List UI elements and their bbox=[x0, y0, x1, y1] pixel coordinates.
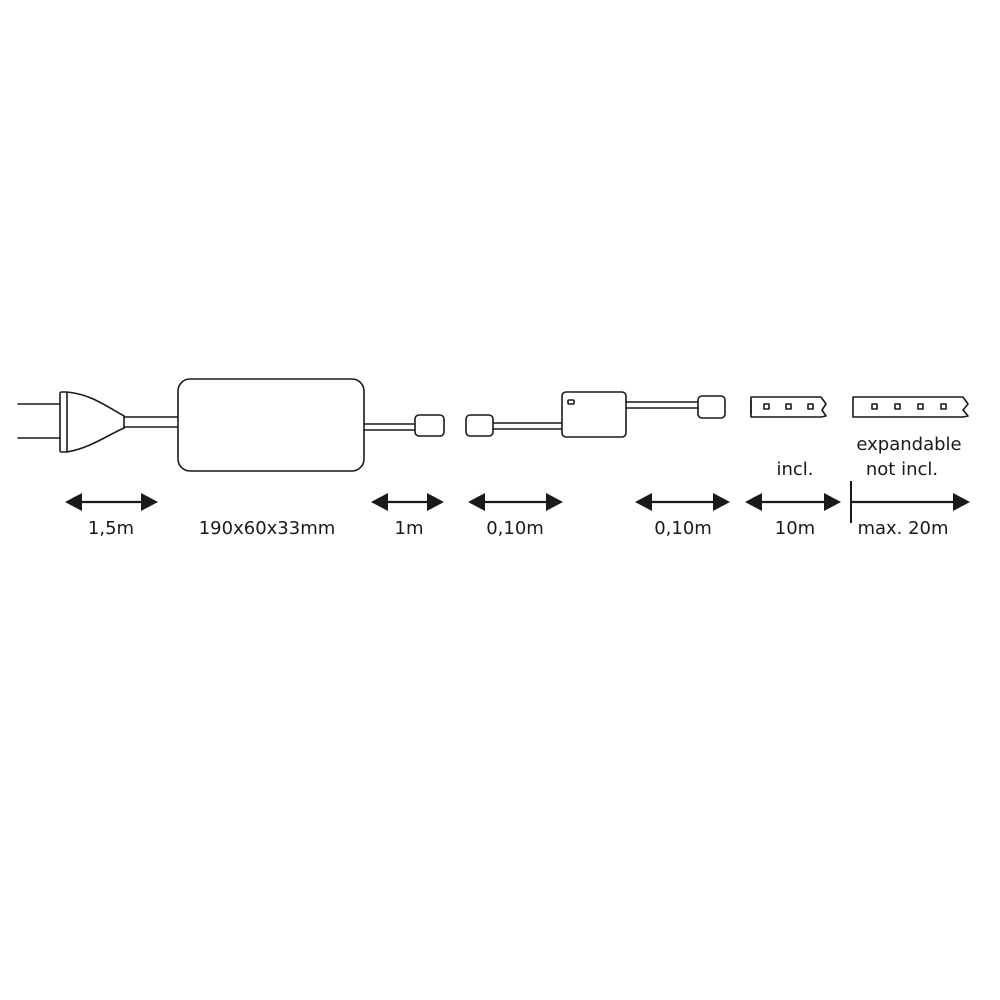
controller-input-length-label: 0,10m bbox=[486, 518, 544, 539]
extension-cable-length-label: 1m bbox=[394, 518, 424, 539]
not-included-note: not incl. bbox=[865, 459, 939, 480]
controller-output-length-label: 0,10m bbox=[654, 518, 712, 539]
driver-output-cable bbox=[363, 423, 415, 431]
led-strip-extension-icon bbox=[852, 396, 969, 418]
euro-plug-icon bbox=[17, 391, 125, 453]
dimension-arrow bbox=[371, 493, 444, 511]
connector-icon bbox=[465, 414, 494, 437]
connector-icon bbox=[697, 395, 726, 419]
strip-max-length-label: max. 20m bbox=[857, 518, 949, 539]
controller-box-icon bbox=[561, 391, 627, 438]
dimension-arrow bbox=[745, 493, 841, 511]
expandable-note: expandable bbox=[856, 434, 962, 455]
dimension-arrow-max bbox=[850, 481, 970, 523]
dimension-arrow bbox=[65, 493, 158, 511]
mains-cable bbox=[123, 416, 179, 428]
led-strip-icon bbox=[750, 396, 827, 418]
dimension-arrow bbox=[468, 493, 563, 511]
included-note: incl. bbox=[776, 459, 814, 480]
plug-cable-length-label: 1,5m bbox=[87, 518, 135, 539]
power-supply-icon bbox=[177, 378, 365, 472]
dimension-arrow bbox=[635, 493, 730, 511]
connector-icon bbox=[414, 414, 445, 437]
controller-input-cable bbox=[492, 422, 563, 430]
driver-size-label: 190x60x33mm bbox=[198, 518, 336, 539]
strip-included-length-label: 10m bbox=[774, 518, 816, 539]
controller-output-cable bbox=[625, 401, 699, 409]
